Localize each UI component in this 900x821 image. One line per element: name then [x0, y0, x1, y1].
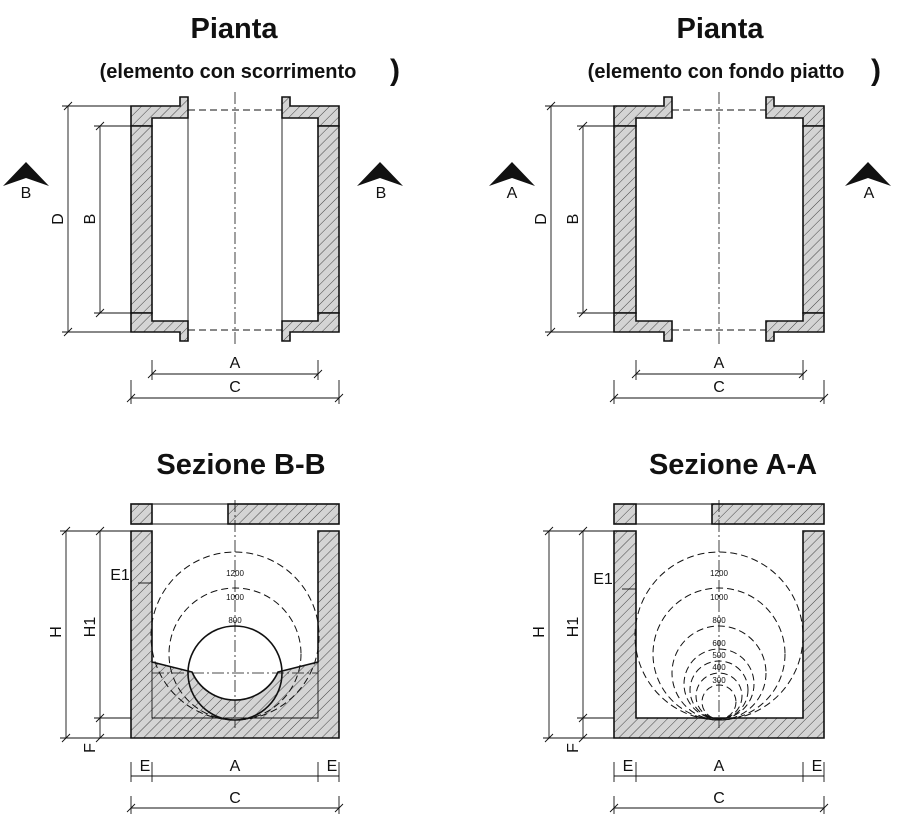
section-bb: Sezione B-B 1200 1000 800 E1 H H1 [48, 449, 344, 814]
plan-right-wall-bottom-left [613, 312, 673, 342]
section-aa-pipe-600 [683, 648, 755, 720]
plan-left-section-mark-2: B [376, 185, 387, 202]
plan-left-wall-top-left [130, 96, 189, 127]
dim-label-c-section: C [229, 790, 241, 807]
section-arrow-left-b [3, 162, 49, 186]
dim-label-h1-right: H1 [565, 617, 582, 638]
dim-label-d: D [50, 213, 67, 225]
plan-left-wall-right [317, 125, 340, 314]
plan-right-wall-right [802, 125, 825, 314]
plan-left-title: Pianta [190, 13, 278, 45]
dim-label-e-right-right: E [812, 758, 823, 775]
dim-label-c: C [229, 379, 241, 396]
dim-label-d-right: D [533, 213, 550, 225]
section-aa-lid-left [613, 503, 637, 525]
section-bb-lid-right [227, 503, 340, 525]
dim-label-a-section-right: A [714, 758, 725, 775]
plan-right-section-mark-1: A [507, 185, 518, 202]
plan-left-wall-left [130, 125, 153, 314]
dim-label-a-section: A [230, 758, 241, 775]
dim-label-c-right: C [713, 379, 725, 396]
section-bb-title: Sezione B-B [156, 449, 325, 481]
section-bb-lid-left [130, 503, 153, 525]
plan-right-wall-top-right [765, 96, 825, 127]
section-aa-body [613, 530, 825, 739]
plan-right: Pianta (elemento con fondo piatto ) A A … [489, 13, 891, 404]
section-bb-diameter-1000: 1000 [226, 593, 244, 602]
plan-right-wall-bottom-right [765, 312, 825, 342]
plan-left-subtitle-paren: ) [390, 54, 400, 87]
dim-label-b: B [82, 214, 99, 225]
section-arrow-right-b [357, 162, 403, 186]
section-aa: Sezione A-A 1200 1000 800 600 500 400 30… [531, 449, 829, 814]
plan-left-wall-bottom-left [130, 312, 189, 342]
section-aa-diameter-1000: 1000 [710, 593, 728, 602]
section-bb-diameter-1200: 1200 [226, 569, 244, 578]
dim-label-e1-right: E1 [593, 571, 613, 588]
dim-label-e-right: E [327, 758, 338, 775]
section-aa-diameter-500: 500 [712, 651, 726, 660]
dim-label-a: A [230, 355, 241, 372]
section-bb-diameter-800: 800 [228, 616, 242, 625]
plan-right-wall-top-left [613, 96, 673, 127]
dim-label-b-right: B [565, 214, 582, 225]
section-arrow-left-a [489, 162, 535, 186]
plan-right-section-mark-2: A [864, 185, 875, 202]
dim-label-f: F [82, 743, 99, 753]
plan-left-section-mark-1: B [21, 185, 32, 202]
section-aa-diameter-400: 400 [712, 663, 726, 672]
dim-label-f-right: F [565, 743, 582, 753]
dim-label-h-right: H [531, 626, 548, 638]
section-aa-lid-right [711, 503, 825, 525]
section-aa-diameter-300: 300 [712, 676, 726, 685]
plan-left: Pianta (elemento con scorrimento ) B B D [3, 13, 403, 404]
section-aa-diameter-1200: 1200 [710, 569, 728, 578]
section-aa-pipe-1200 [634, 551, 804, 721]
section-bb-body [130, 530, 340, 739]
section-bb-pipe-1200 [150, 551, 320, 721]
section-aa-diameter-600: 600 [712, 639, 726, 648]
section-arrow-right-a [845, 162, 891, 186]
dim-label-e1: E1 [110, 567, 130, 584]
dim-label-a-right: A [714, 355, 725, 372]
dim-label-h1: H1 [82, 617, 99, 638]
dim-label-e-left: E [140, 758, 151, 775]
plan-right-title: Pianta [676, 13, 764, 45]
plan-right-subtitle-paren: ) [871, 54, 881, 87]
plan-right-subtitle: (elemento con fondo piatto [588, 61, 845, 83]
plan-left-subtitle: (elemento con scorrimento [100, 61, 357, 83]
dim-label-h: H [48, 626, 65, 638]
dim-label-c-section-right: C [713, 790, 725, 807]
section-aa-title: Sezione A-A [649, 449, 817, 481]
plan-left-wall-bottom-right [281, 312, 340, 342]
plan-left-wall-top-right [281, 96, 340, 127]
dim-label-e-left-right: E [623, 758, 634, 775]
plan-right-wall-left [613, 125, 637, 314]
section-aa-diameter-800: 800 [712, 616, 726, 625]
